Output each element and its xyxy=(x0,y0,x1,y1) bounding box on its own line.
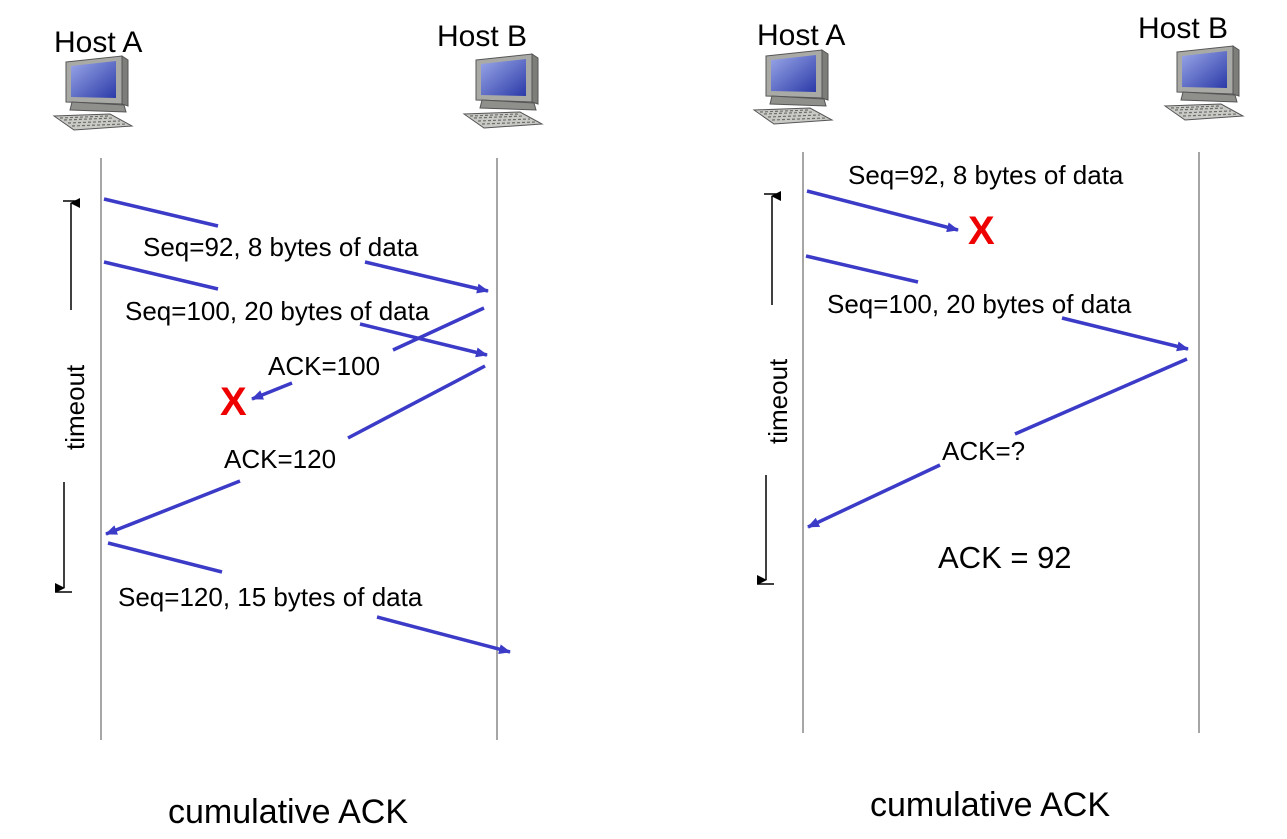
left-timeout-interval: timeout xyxy=(55,198,90,593)
left-ack100-segment: ACK=100 X xyxy=(220,306,485,424)
left-host-b-label: Host B xyxy=(437,20,527,53)
right-host-a-computer-icon xyxy=(753,49,833,125)
right-host-a-label: Host A xyxy=(757,19,845,52)
right-seq92-loss-mark: X xyxy=(968,209,995,253)
right-timeout-interval: timeout xyxy=(757,191,793,585)
right-timeout-label: timeout xyxy=(763,358,793,444)
right-seq92-segment: Seq=92, 8 bytes of data X xyxy=(806,160,1124,253)
left-host-a-label: Host A xyxy=(54,26,142,59)
left-ack120-label: ACK=120 xyxy=(224,444,336,474)
right-ack-question-segment: ACK=? xyxy=(807,357,1188,529)
right-ack-question-label: ACK=? xyxy=(942,436,1025,466)
right-seq100-segment: Seq=100, 20 bytes of data xyxy=(805,254,1189,352)
left-seq92-label: Seq=92, 8 bytes of data xyxy=(143,232,419,262)
left-seq100-label: Seq=100, 20 bytes of data xyxy=(125,296,430,326)
left-seq120-label: Seq=120, 15 bytes of data xyxy=(118,582,423,612)
left-ack100-label: ACK=100 xyxy=(268,351,380,381)
right-ack92-label: ACK = 92 xyxy=(938,540,1072,575)
left-host-b-computer-icon xyxy=(463,53,543,129)
left-caption: cumulative ACK xyxy=(168,793,408,831)
left-ack120-segment: ACK=120 xyxy=(105,364,486,536)
left-timeout-label: timeout xyxy=(60,364,90,450)
right-caption: cumulative ACK xyxy=(870,786,1110,824)
left-seq92-segment: Seq=92, 8 bytes of data xyxy=(103,197,489,294)
left-host-a-computer-icon xyxy=(53,55,133,131)
left-seq120-segment: Seq=120, 15 bytes of data xyxy=(107,541,511,655)
left-diagram: Host A Host B timeout Seq=92, 8 bytes of… xyxy=(53,20,543,831)
right-seq100-label: Seq=100, 20 bytes of data xyxy=(827,289,1132,319)
left-seq100-segment: Seq=100, 20 bytes of data xyxy=(103,260,488,358)
right-host-b-label: Host B xyxy=(1138,12,1228,45)
right-diagram: Host A Host B timeout Seq=92, 8 bytes of… xyxy=(753,12,1244,824)
right-seq92-label: Seq=92, 8 bytes of data xyxy=(848,160,1124,190)
left-ack100-loss-mark: X xyxy=(220,380,247,424)
right-host-b-computer-icon xyxy=(1164,45,1244,121)
